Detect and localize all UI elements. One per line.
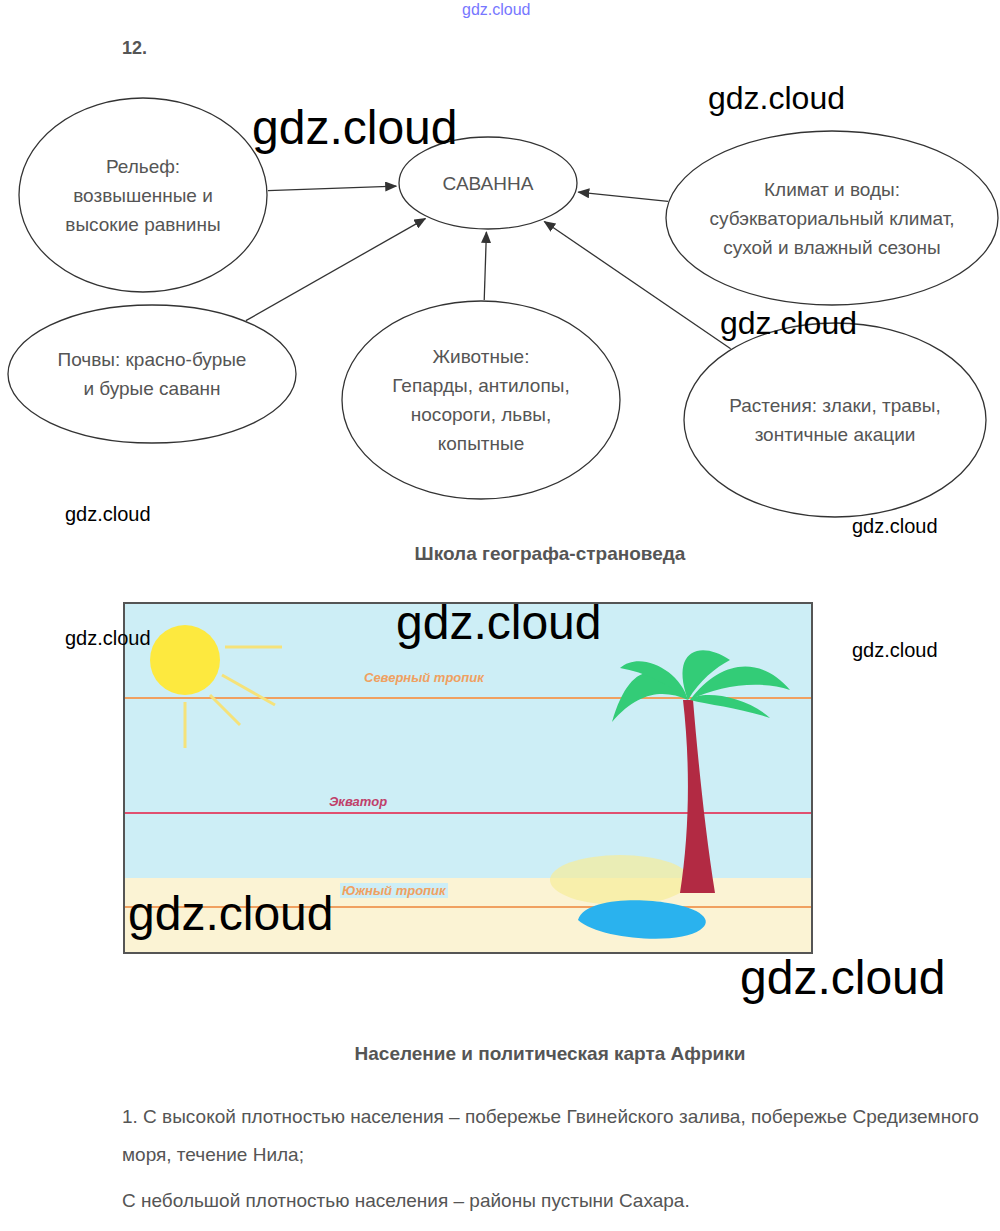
arrow-connector [268,186,396,190]
section-heading: Население и политическая карта Африки [355,1043,746,1065]
sun [150,625,220,695]
latitude-label: Южный тропик [340,883,448,898]
node-text-holder: Почвы: красно-бурые и бурые саванн [52,345,252,403]
watermark: gdz.cloud [740,950,945,1005]
paragraph: 1. С высокой плотностью населения – побе… [122,1098,982,1174]
arrow-connector [578,192,668,201]
watermark: gdz.cloud [720,305,857,342]
latitude-label: Северный тропик [362,670,486,685]
sand-patch [550,855,690,905]
node-text-holder: Растения: злаки, травы, зонтичные акации [720,391,950,449]
ellipse-node: Климат и воды: субэкваториальный климат,… [665,130,999,306]
ellipse-node: Рельеф: возвышенные и высокие равнины [18,97,268,293]
item-number: 12. [122,38,147,59]
node-text-holder: Животные: Гепарды, антилопы, носороги, л… [391,342,571,458]
node-text: Почвы: красно-бурые и бурые саванн [52,345,252,403]
node-text: Климат и воды: субэкваториальный климат,… [707,175,957,262]
pond [578,900,706,938]
watermark: gdz.cloud [852,515,938,538]
palm-leaves [612,650,790,722]
node-text: Животные: Гепарды, антилопы, носороги, л… [391,342,571,458]
palm-trunk [680,700,715,893]
node-text: Рельеф: возвышенные и высокие равнины [53,152,233,239]
node-text: Растения: злаки, травы, зонтичные акации [720,391,950,449]
node-text-holder: Рельеф: возвышенные и высокие равнины [53,152,233,239]
ellipse-node: Почвы: красно-бурые и бурые саванн [7,304,297,444]
sky-panel [124,603,812,953]
node-text-holder: Климат и воды: субэкваториальный климат,… [707,175,957,262]
latitude-label: Экватор [327,794,389,809]
ellipse-node: Животные: Гепарды, антилопы, носороги, л… [341,300,621,500]
arrow-connector [246,219,426,321]
section-heading: Школа географа-страноведа [415,543,686,565]
watermark: gdz.cloud [65,503,151,526]
equator-line [125,812,811,814]
paragraph: С небольшой плотностью населения – район… [122,1182,982,1220]
watermark: gdz.cloud [128,886,333,941]
ellipse-outline [683,322,987,518]
watermark: gdz.cloud [396,595,601,650]
node-text-holder: САВАННА [413,169,563,198]
watermark: gdz.cloud [252,100,457,155]
watermark: gdz.cloud [65,627,151,650]
watermark: gdz.cloud [462,1,531,19]
ellipse-outline [7,304,297,444]
watermark: gdz.cloud [852,639,938,662]
arrow-connector [484,232,486,300]
node-text: САВАННА [413,169,563,198]
ellipse-node: Растения: злаки, травы, зонтичные акации [683,322,987,518]
ellipse-outline [341,300,621,500]
watermark: gdz.cloud [708,80,845,117]
